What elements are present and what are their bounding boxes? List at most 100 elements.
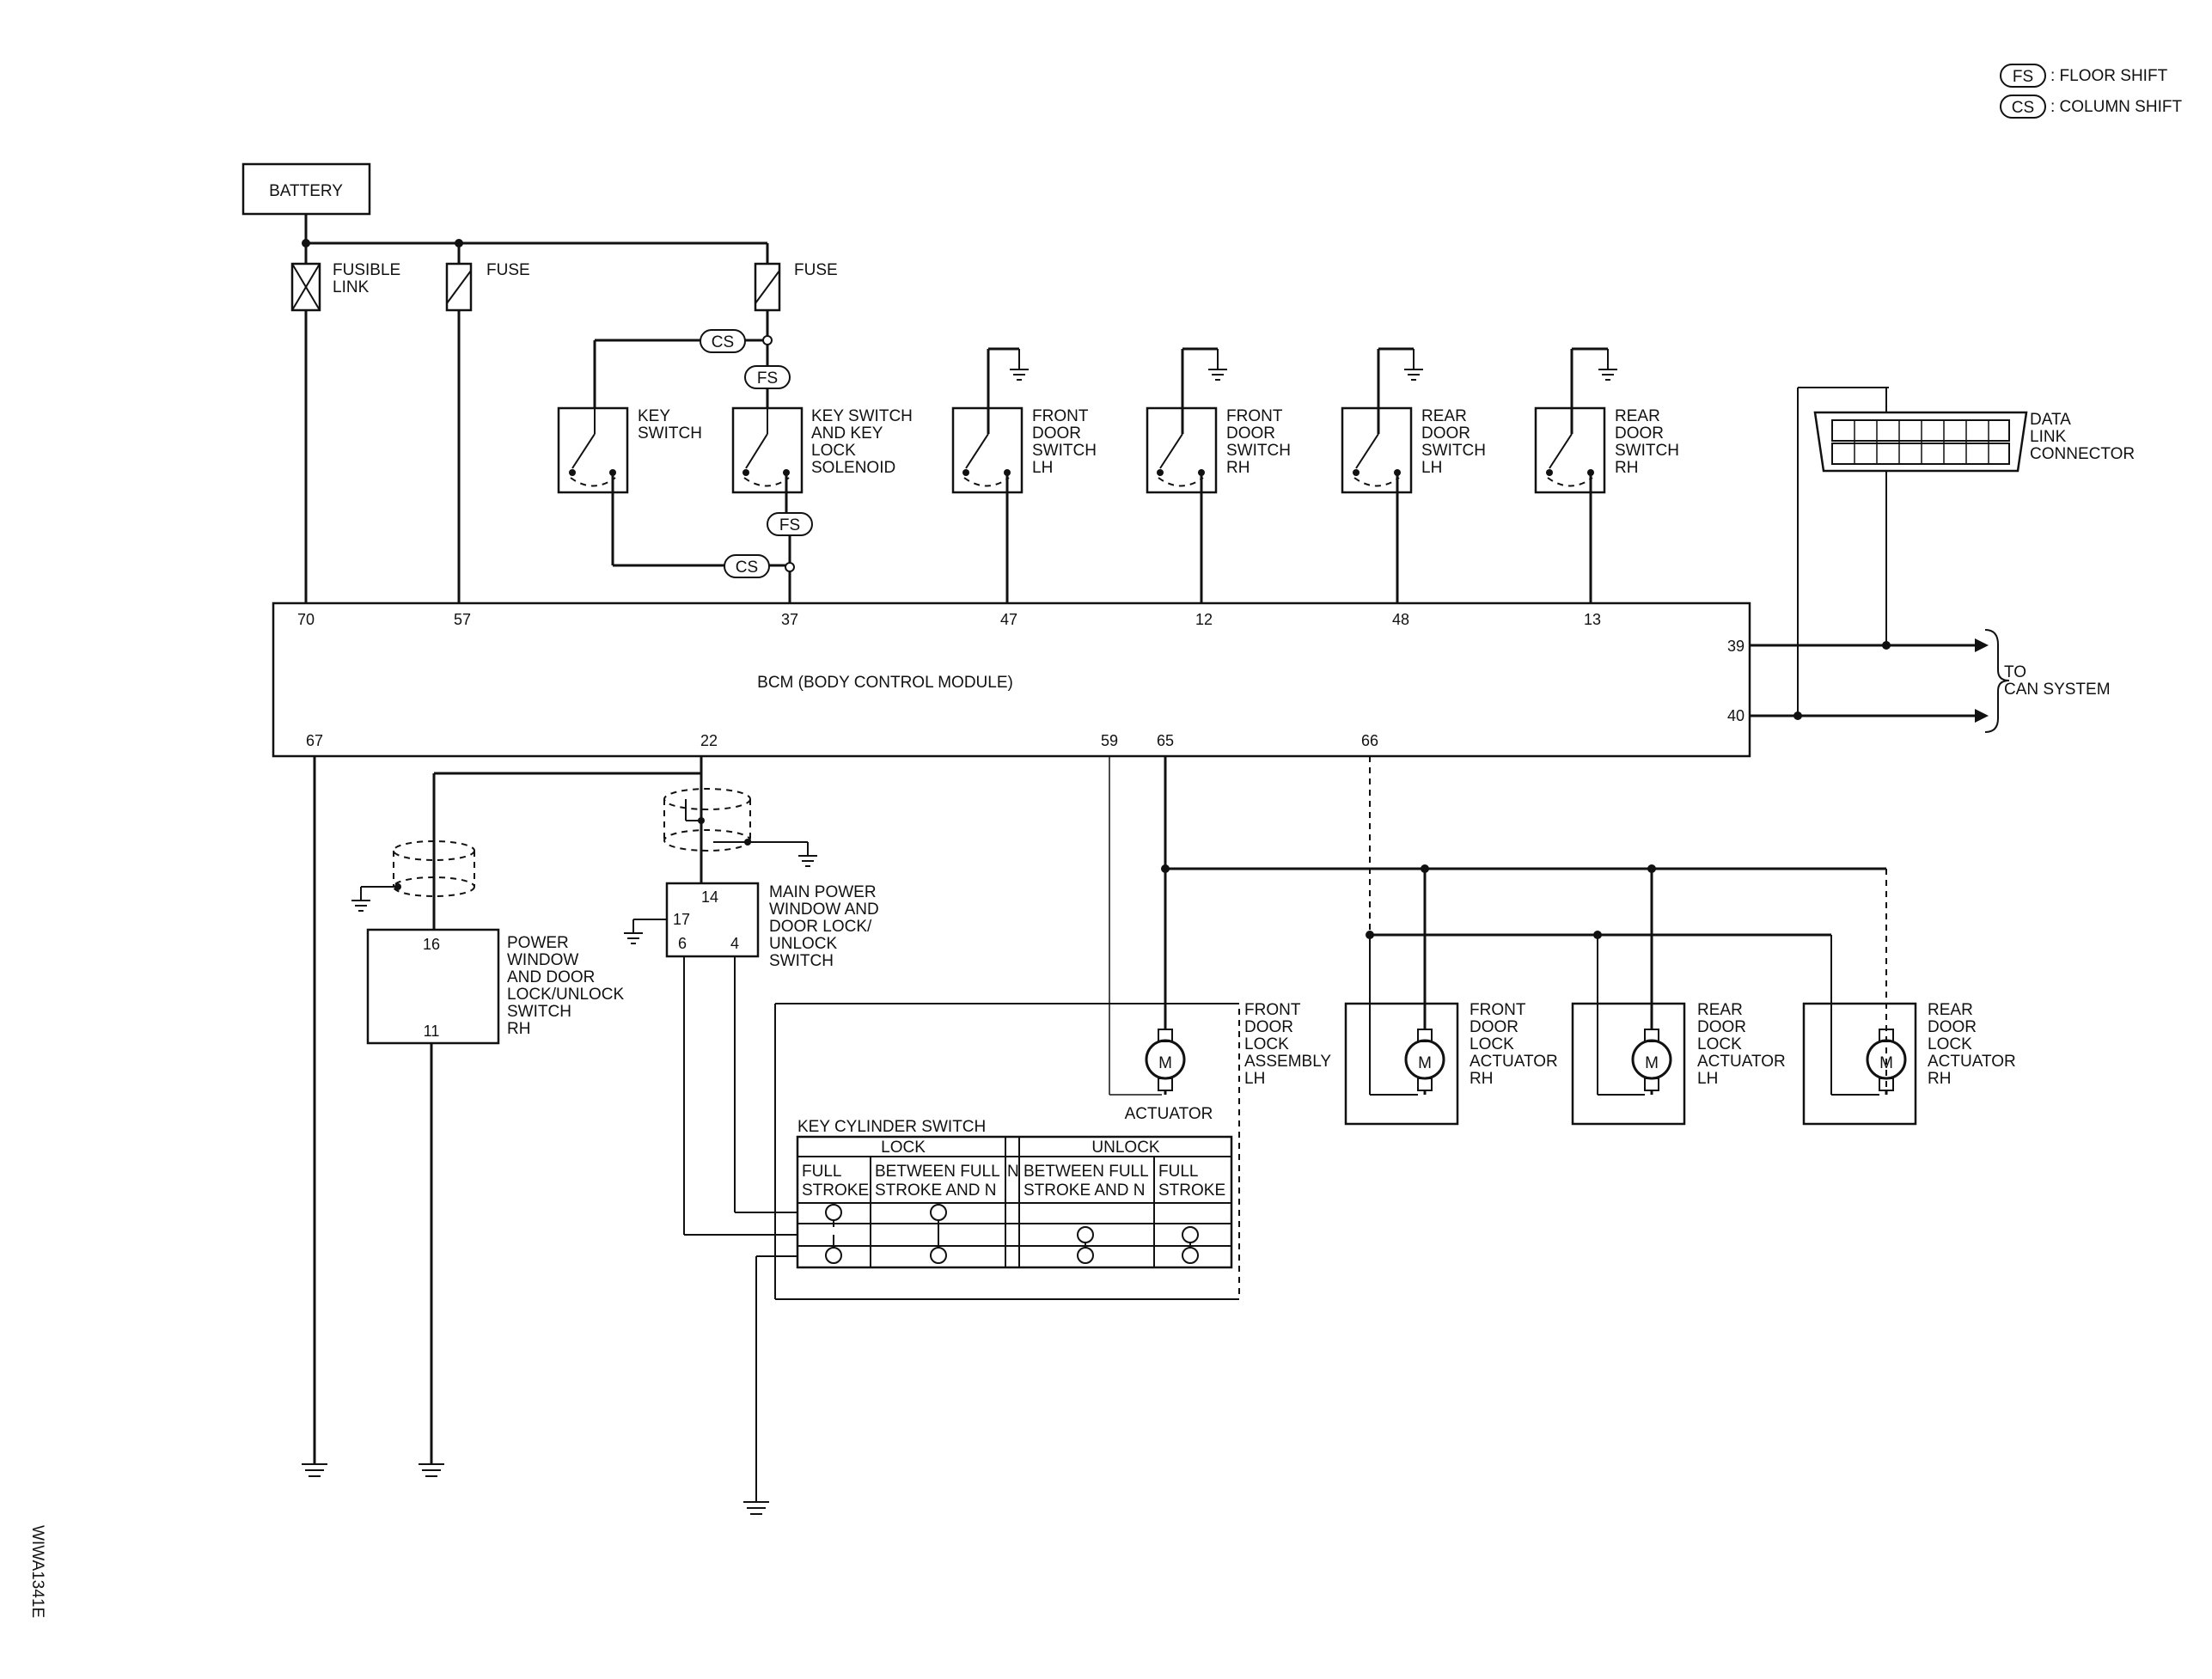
- rdla-rh-label-4: ACTUATOR: [1928, 1053, 2016, 1071]
- bcm-pin-12: 12: [1195, 611, 1213, 628]
- pw-rh-label-1: POWER: [507, 934, 569, 952]
- pw-switch-rh: 16 11 POWER WINDOW AND DOOR LOCK/UNLOCK …: [351, 772, 701, 1477]
- legend-fs-text: : FLOOR SHIFT: [2050, 67, 2168, 85]
- rds-lh-label-4: LH: [1421, 459, 1442, 477]
- key-switch-label-1: KEY: [638, 407, 670, 425]
- bcm-pin-57: 57: [454, 611, 471, 628]
- fdl-assy-label-2: DOOR: [1244, 1018, 1293, 1036]
- diagram-id: WIWA1341E: [28, 1525, 46, 1618]
- bcm-pin-70: 70: [297, 611, 315, 628]
- ks-lock-label-3: LOCK: [811, 442, 856, 460]
- pw-rh-pin-16: 16: [423, 936, 440, 953]
- rear-door-switch-rh: REAR DOOR SWITCH RH: [1534, 347, 1679, 603]
- main-pw-pin-6: 6: [678, 935, 687, 952]
- to-can-label-1: TO: [2004, 663, 2026, 681]
- pw-rh-label-4: LOCK/UNLOCK: [507, 986, 625, 1004]
- fds-rh-label-1: FRONT: [1226, 407, 1283, 425]
- fds-lh-label-3: SWITCH: [1032, 442, 1097, 460]
- kcs-n: N: [1007, 1163, 1019, 1181]
- kcs-col3-1: BETWEEN FULL: [1024, 1163, 1149, 1181]
- bcm-pin-37: 37: [781, 611, 798, 628]
- cs-top-label: CS: [712, 333, 734, 351]
- fuse-1-label: FUSE: [486, 261, 530, 279]
- key-switch: [557, 406, 629, 494]
- pw-rh-label-5: SWITCH: [507, 1003, 571, 1021]
- bcm-pin-13: 13: [1584, 611, 1601, 628]
- rds-lh-label-1: REAR: [1421, 407, 1467, 425]
- fdl-assy-label-1: FRONT: [1244, 1001, 1301, 1019]
- front-door-lock-assembly-lh: FRONT DOOR LOCK ASSEMBLY LH M ACTUATOR: [774, 756, 1331, 1300]
- kcs-col4-2: STROKE: [1158, 1181, 1225, 1200]
- kcs-lock: LOCK: [881, 1139, 926, 1157]
- rdla-lh-label-2: DOOR: [1697, 1018, 1746, 1036]
- rear-door-lock-actuator-lh: M REAR DOOR LOCK ACTUATOR LH: [1571, 869, 1786, 1126]
- fdl-assy-label-3: LOCK: [1244, 1035, 1289, 1053]
- front-rh-motor-label: M: [1418, 1054, 1432, 1072]
- rdla-lh-label-5: LH: [1697, 1070, 1718, 1088]
- kcs-col1-1: FULL: [802, 1163, 841, 1181]
- legend-cs-text: : COLUMN SHIFT: [2050, 98, 2182, 116]
- fuse-2-label: FUSE: [794, 261, 838, 279]
- fdl-assy-box: [774, 1003, 1240, 1300]
- power-supply: BATTERY FUSIBLE LINK FUSE FUSE: [241, 162, 838, 603]
- dlc-label-2: LINK: [2030, 428, 2067, 446]
- fdla-rh-label-3: LOCK: [1470, 1035, 1514, 1053]
- main-pw-label-2: WINDOW AND: [769, 901, 879, 919]
- door-lock-actuators: M FRONT DOOR LOCK ACTUATOR RH M REAR DOO…: [1161, 756, 2016, 1126]
- bcm-pin-40: 40: [1727, 707, 1745, 724]
- fds-lh-label-1: FRONT: [1032, 407, 1089, 425]
- legend-fs-code: FS: [2013, 68, 2033, 86]
- front-door-lock-actuator-rh: M FRONT DOOR LOCK ACTUATOR RH: [1344, 869, 1558, 1126]
- rds-rh-label-2: DOOR: [1615, 424, 1664, 443]
- main-pw-switch: 14 17 6 4 MAIN POWER WINDOW AND DOOR LOC…: [624, 756, 879, 1236]
- fs-bottom-label: FS: [779, 516, 800, 534]
- bcm-pin-48: 48: [1392, 611, 1409, 628]
- rear-rh-motor-label: M: [1879, 1054, 1893, 1072]
- legend: FS : FLOOR SHIFT CS : COLUMN SHIFT: [2000, 64, 2182, 119]
- ks-lock-label-4: SOLENOID: [811, 459, 895, 477]
- kcs-col2-2: STROKE AND N: [875, 1181, 996, 1200]
- rdla-lh-label-1: REAR: [1697, 1001, 1743, 1019]
- kcs-col1-2: STROKE: [802, 1181, 869, 1200]
- main-pw-label-4: UNLOCK: [769, 935, 838, 953]
- fdla-rh-label-1: FRONT: [1470, 1001, 1526, 1019]
- main-pw-pin-4: 4: [730, 935, 739, 952]
- dlc-label-3: CONNECTOR: [2030, 445, 2135, 463]
- bcm-pin-65: 65: [1157, 732, 1174, 749]
- bcm-label: BCM (BODY CONTROL MODULE): [757, 674, 1013, 692]
- fds-lh-label-4: LH: [1032, 459, 1053, 477]
- actuator-label: ACTUATOR: [1125, 1105, 1213, 1123]
- main-pw-label-1: MAIN POWER: [769, 883, 877, 901]
- front-lh-motor-label: M: [1158, 1054, 1172, 1072]
- rds-rh-label-4: RH: [1615, 459, 1638, 477]
- bcm-pin-66: 66: [1361, 732, 1378, 749]
- pw-rh-label-3: AND DOOR: [507, 968, 595, 986]
- kcs-col3-2: STROKE AND N: [1024, 1181, 1145, 1200]
- fds-lh-label-2: DOOR: [1032, 424, 1081, 443]
- main-pw-pin-14: 14: [701, 888, 718, 906]
- fdla-rh-label-2: DOOR: [1470, 1018, 1518, 1036]
- ks-lock-label-1: KEY SWITCH: [811, 407, 913, 425]
- rds-rh-label-3: SWITCH: [1615, 442, 1679, 460]
- front-door-switch-lh: FRONT DOOR SWITCH LH: [951, 347, 1097, 603]
- rds-lh-label-3: SWITCH: [1421, 442, 1486, 460]
- rdla-rh-label-2: DOOR: [1928, 1018, 1977, 1036]
- cs-bottom-label: CS: [736, 559, 758, 577]
- main-pw-label-5: SWITCH: [769, 952, 834, 970]
- bcm-ground-67: [302, 756, 327, 1477]
- ks-lock-label-2: AND KEY: [811, 424, 883, 443]
- rdla-lh-label-4: ACTUATOR: [1697, 1053, 1786, 1071]
- rdla-rh-label-1: REAR: [1928, 1001, 1973, 1019]
- main-pw-pin-17: 17: [673, 911, 690, 928]
- bcm-pin-67: 67: [306, 732, 323, 749]
- fdla-rh-label-4: ACTUATOR: [1470, 1053, 1558, 1071]
- bcm-pin-22: 22: [700, 732, 718, 749]
- pw-rh-label-6: RH: [507, 1020, 530, 1038]
- rdla-rh-label-3: LOCK: [1928, 1035, 1972, 1053]
- fs-top-label: FS: [757, 369, 778, 388]
- key-switch-label-2: SWITCH: [638, 424, 702, 443]
- pw-rh-pin-11: 11: [424, 1023, 440, 1040]
- battery-label: BATTERY: [269, 182, 343, 200]
- rds-lh-label-2: DOOR: [1421, 424, 1470, 443]
